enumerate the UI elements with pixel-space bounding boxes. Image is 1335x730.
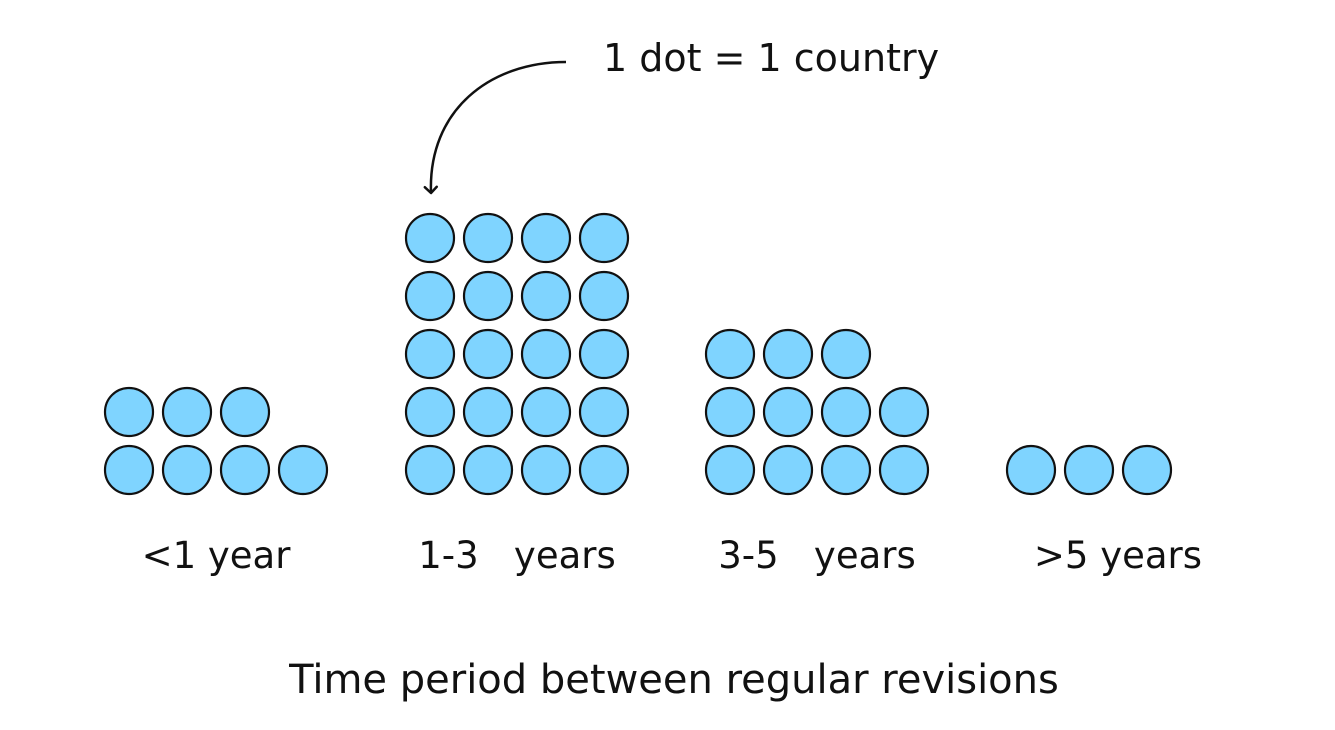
category-label-1: 1-3 years [418,534,616,577]
country-dot-group-1 [404,328,456,380]
country-dot-group-0 [161,386,213,438]
country-dot-group-1 [404,212,456,264]
unit-note: 1 dot = 1 country [603,36,939,80]
category-label-3: >5 years [1034,534,1202,577]
country-dot-group-2 [762,328,814,380]
country-dot-group-1 [520,328,572,380]
country-dot-group-2 [762,386,814,438]
country-dot-group-1 [404,444,456,496]
country-dot-group-3 [1005,444,1057,496]
country-dot-group-1 [578,386,630,438]
country-dot-group-2 [762,444,814,496]
annotation-arrow [423,60,567,195]
country-dot-group-1 [578,212,630,264]
country-dot-group-1 [462,328,514,380]
x-axis-label: Time period between regular revisions [288,657,1059,703]
country-dot-group-3 [1063,444,1115,496]
country-dot-group-2 [704,386,756,438]
country-dot-group-0 [219,386,271,438]
country-dot-group-0 [277,444,329,496]
country-dot-group-1 [578,270,630,322]
country-dot-group-1 [462,212,514,264]
country-dot-group-1 [404,270,456,322]
country-dot-group-2 [878,444,930,496]
country-dot-group-1 [462,386,514,438]
country-dot-group-2 [820,328,872,380]
country-dot-group-0 [103,444,155,496]
country-dot-group-0 [161,444,213,496]
country-dot-group-1 [520,386,572,438]
country-dot-group-0 [219,444,271,496]
category-label-2: 3-5 years [718,534,916,577]
country-dot-group-2 [704,328,756,380]
country-dot-group-3 [1121,444,1173,496]
category-label-0: <1 year [142,534,292,577]
dot-groups [103,212,1173,496]
country-dot-group-1 [520,270,572,322]
country-dot-group-2 [704,444,756,496]
country-dot-group-1 [520,444,572,496]
country-dot-group-1 [404,386,456,438]
country-dot-group-1 [578,444,630,496]
country-dot-group-1 [462,444,514,496]
country-dot-group-1 [520,212,572,264]
country-dot-group-2 [820,386,872,438]
country-dot-group-1 [462,270,514,322]
country-dot-group-0 [103,386,155,438]
country-dot-group-2 [878,386,930,438]
country-dot-group-1 [578,328,630,380]
country-dot-group-2 [820,444,872,496]
